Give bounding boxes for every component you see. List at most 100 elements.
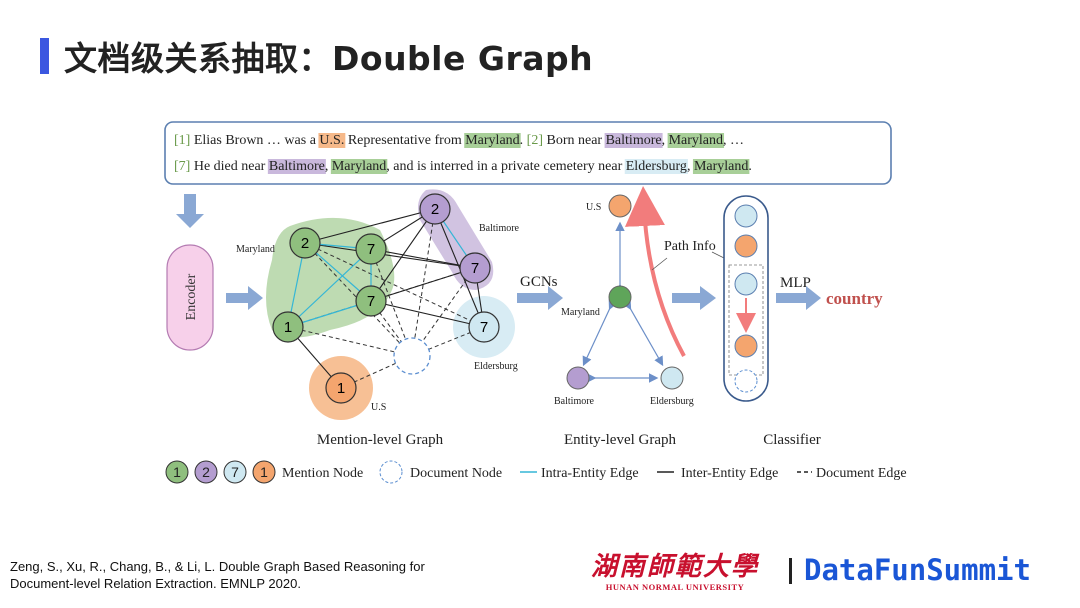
text-segment: Elias Brown … was a xyxy=(190,133,319,148)
text-segment: Eldersburg xyxy=(626,159,687,174)
mention-node-maryland-7b: 7 xyxy=(355,285,387,317)
svg-text:1: 1 xyxy=(284,319,292,336)
legend-document-node-label: Document Node xyxy=(410,466,502,481)
path-info-label: Path Info xyxy=(664,239,716,254)
text-segment: [7] xyxy=(174,159,190,174)
output-country: country xyxy=(826,289,883,308)
svg-text:7: 7 xyxy=(471,260,479,277)
entity-label-us: U.S xyxy=(586,202,601,213)
entity-label-baltimore: Baltimore xyxy=(554,396,595,407)
citation-line-1: Zeng, S., Xu, R., Chang, B., & Li, L. Do… xyxy=(10,559,425,574)
entity-node-us xyxy=(608,194,632,218)
text-highlight xyxy=(604,133,663,148)
university-name-en: HUNAN NORMAL UNIVERSITY xyxy=(605,582,745,592)
svg-text:1: 1 xyxy=(173,464,181,480)
mention-node-maryland-2: 2 xyxy=(289,227,321,259)
text-segment: Baltimore xyxy=(606,133,662,148)
document-text-line-1: [1] Elias Brown … was a U.S. Representat… xyxy=(174,133,744,148)
text-segment: , xyxy=(687,159,694,174)
text-highlight xyxy=(667,133,725,148)
document-text-line-2: [7] He died near Baltimore, Maryland, an… xyxy=(174,159,752,174)
legend-intra-edge-label: Intra-Entity Edge xyxy=(541,466,639,481)
svg-text:7: 7 xyxy=(480,319,488,336)
path-info-pointer-1 xyxy=(651,257,668,271)
text-segment: He died near xyxy=(190,159,269,174)
gcns-arrow xyxy=(517,286,563,310)
legend-inter-edge-label: Inter-Entity Edge xyxy=(681,466,778,481)
text-segment: , xyxy=(662,133,669,148)
entity-node-maryland xyxy=(608,285,632,309)
text-segment: U.S. xyxy=(319,133,344,148)
down-arrow xyxy=(176,194,204,228)
gcns-label: GCNs xyxy=(520,274,558,290)
caption-mention-graph: Mention-level Graph xyxy=(317,432,444,448)
svg-text:2: 2 xyxy=(202,464,210,480)
label-baltimore: Baltimore xyxy=(479,223,520,234)
legend-node-purple xyxy=(194,460,218,484)
svg-text:[1] Elias Brown … was a U.S. R: [1] Elias Brown … was a U.S. Representat… xyxy=(174,133,744,148)
citation-line-2: Document-level Relation Extraction. EMNL… xyxy=(10,576,301,591)
legend-mention-node: Mention Node xyxy=(282,466,363,481)
text-segment: Maryland xyxy=(332,159,386,174)
citation: Zeng, S., Xu, R., Chang, B., & Li, L. Do… xyxy=(10,558,425,592)
mention-node-eldersburg-7: 7 xyxy=(468,311,500,343)
text-segment: Baltimore xyxy=(269,159,325,174)
mention-node-baltimore-2: 2 xyxy=(419,193,451,225)
classifier-node-5 xyxy=(734,369,758,393)
text-highlight xyxy=(330,159,388,174)
text-segment: . xyxy=(520,133,527,148)
svg-text:7: 7 xyxy=(367,241,375,258)
svg-text:[7] He died near Baltimore, Ma: [7] He died near Baltimore, Maryland, an… xyxy=(174,159,752,174)
label-us: U.S xyxy=(371,402,386,413)
title-accent-bar xyxy=(40,38,49,74)
encoder-box xyxy=(166,244,214,351)
mention-node-us-1: 1 xyxy=(325,372,357,404)
logo-separator xyxy=(789,558,792,584)
legend-document-edge-label: Document Edge xyxy=(816,466,907,481)
text-segment: Maryland xyxy=(465,133,519,148)
text-highlight xyxy=(464,133,521,148)
legend: 1 2 7 1 Mention Node Document Node Intra… xyxy=(165,460,907,484)
text-segment: Maryland xyxy=(694,159,748,174)
legend-document-node xyxy=(379,460,403,484)
encoder-to-graph-arrow xyxy=(226,286,263,310)
text-segment: , … xyxy=(723,133,744,148)
datafunsummit-logo: DataFunSummit xyxy=(804,553,1031,587)
text-highlight xyxy=(624,159,688,174)
encoder-label: Encoder xyxy=(184,273,199,320)
svg-text:7: 7 xyxy=(367,293,375,310)
text-highlight xyxy=(267,159,326,174)
text-segment: , and is interred in a private cemetery … xyxy=(386,159,625,174)
legend-node-blue xyxy=(223,460,247,484)
svg-text:2: 2 xyxy=(431,201,439,218)
legend-node-orange xyxy=(252,460,276,484)
text-segment: Representative from xyxy=(344,133,465,148)
document-text-box xyxy=(164,121,892,185)
text-segment: [1] xyxy=(174,133,190,148)
text-highlight xyxy=(692,159,750,174)
svg-text:1: 1 xyxy=(337,380,345,397)
mention-node-maryland-1: 1 xyxy=(272,311,304,343)
document-node xyxy=(393,337,431,375)
university-name-cn: 湖南師範大學 xyxy=(590,552,759,582)
caption-entity-graph: Entity-level Graph xyxy=(564,432,677,448)
path-info-red-arrow xyxy=(624,186,686,357)
text-segment: , xyxy=(325,159,332,174)
svg-text:2: 2 xyxy=(301,235,309,252)
mlp-label: MLP xyxy=(780,275,811,291)
entity-node-eldersburg xyxy=(660,366,684,390)
classifier-node-2 xyxy=(734,234,758,258)
graph-to-classifier-arrow xyxy=(672,286,716,310)
entity-label-maryland: Maryland xyxy=(561,307,600,318)
text-segment: . xyxy=(748,159,752,174)
entity-label-eldersburg: Eldersburg xyxy=(650,396,694,407)
text-segment: Born near xyxy=(543,133,606,148)
label-maryland: Maryland xyxy=(236,244,275,255)
caption-classifier: Classifier xyxy=(763,432,821,448)
svg-text:7: 7 xyxy=(231,464,239,480)
legend-node-green xyxy=(165,460,189,484)
slide-title: 文档级关系抽取：Double Graph xyxy=(64,39,594,78)
mention-node-maryland-7a: 7 xyxy=(355,233,387,265)
mlp-arrow xyxy=(776,286,821,310)
